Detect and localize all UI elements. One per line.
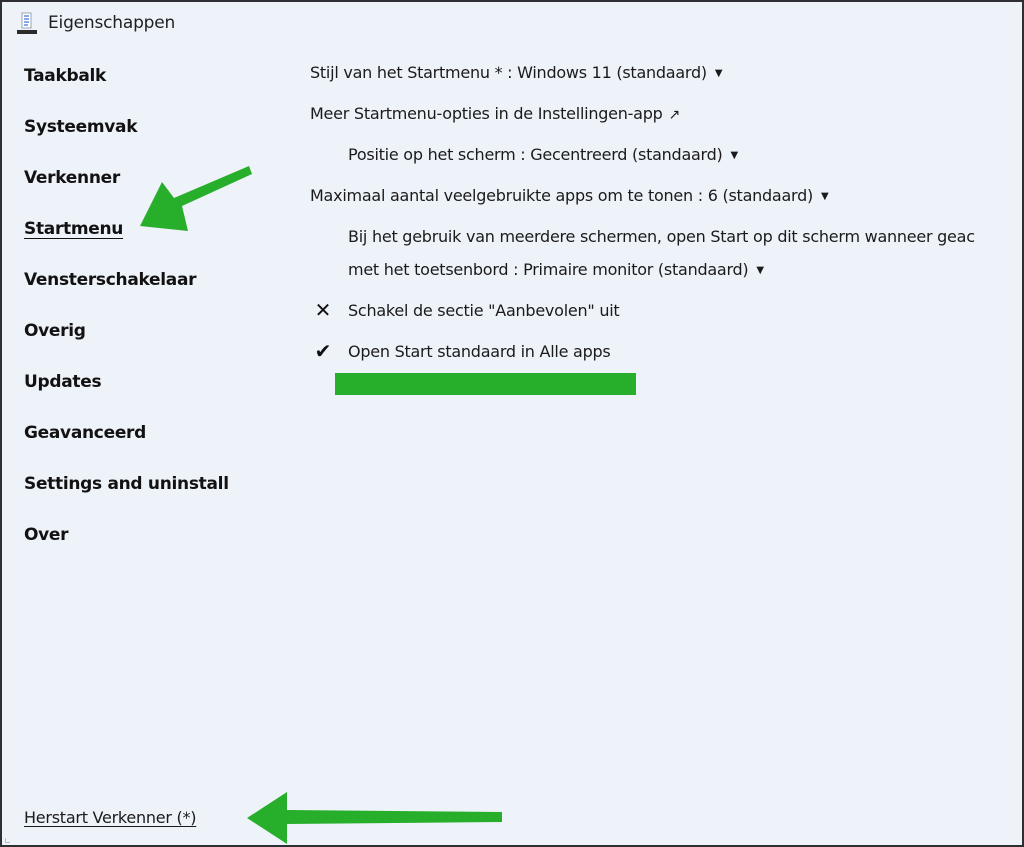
max-apps-label: Maximaal aantal veelgebruikte apps om te… (310, 186, 708, 205)
cross-icon: ✕ (314, 298, 332, 322)
multi-monitor-description: Bij het gebruik van meerdere schermen, o… (348, 227, 975, 246)
more-options-label: Meer Startmenu-opties in de Instellingen… (310, 104, 663, 123)
checkmark-icon: ✔ (314, 339, 332, 363)
multi-monitor-value: Primaire monitor (standaard) (523, 260, 749, 279)
sidebar-item-geavanceerd[interactable]: Geavanceerd (24, 423, 147, 443)
sidebar-item-overig[interactable]: Overig (24, 321, 86, 341)
start-style-value: Windows 11 (standaard) (517, 63, 707, 82)
resize-grip[interactable] (5, 838, 10, 843)
sidebar-item-updates[interactable]: Updates (24, 372, 102, 392)
max-apps-dropdown[interactable]: Maximaal aantal veelgebruikte apps om te… (310, 186, 829, 205)
sidebar-item-vensterschakelaar[interactable]: Vensterschakelaar (24, 270, 197, 290)
properties-icon (17, 12, 37, 34)
dropdown-caret-icon: ▼ (730, 150, 739, 161)
sidebar-item-systeemvak[interactable]: Systeemvak (24, 117, 138, 137)
dropdown-caret-icon: ▼ (820, 191, 829, 202)
start-style-dropdown[interactable]: Stijl van het Startmenu * : Windows 11 (… (310, 63, 723, 82)
sidebar-item-startmenu[interactable]: Startmenu (24, 219, 124, 239)
dropdown-caret-icon: ▼ (714, 68, 723, 79)
sidebar-item-over[interactable]: Over (24, 525, 69, 545)
position-dropdown[interactable]: Positie op het scherm : Gecentreerd (sta… (348, 145, 738, 164)
more-start-options-link[interactable]: Meer Startmenu-opties in de Instellingen… (310, 104, 680, 123)
restart-explorer-link[interactable]: Herstart Verkenner (*) (24, 808, 197, 827)
max-apps-value: 6 (standaard) (707, 186, 814, 205)
highlight-bar (335, 373, 636, 395)
sidebar-item-taakbalk[interactable]: Taakbalk (24, 66, 107, 86)
dropdown-caret-icon: ▼ (756, 265, 764, 276)
external-link-icon: ↗ (668, 107, 681, 123)
multi-monitor-label: met het toetsenbord : (348, 260, 524, 279)
position-label: Positie op het scherm : (348, 145, 531, 164)
position-value: Gecentreerd (standaard) (530, 145, 723, 164)
multi-monitor-dropdown[interactable]: met het toetsenbord : Primaire monitor (… (348, 260, 764, 279)
disable-recommended-label[interactable]: Schakel de sectie "Aanbevolen" uit (348, 301, 620, 320)
title-bar: Eigenschappen (2, 2, 1022, 46)
sidebar-item-settings-and-uninstall[interactable]: Settings and uninstall (24, 474, 229, 494)
start-style-label: Stijl van het Startmenu * : (310, 63, 518, 82)
window-title: Eigenschappen (48, 13, 176, 33)
sidebar-item-verkenner[interactable]: Verkenner (24, 168, 120, 188)
open-all-apps-label[interactable]: Open Start standaard in Alle apps (348, 342, 611, 361)
